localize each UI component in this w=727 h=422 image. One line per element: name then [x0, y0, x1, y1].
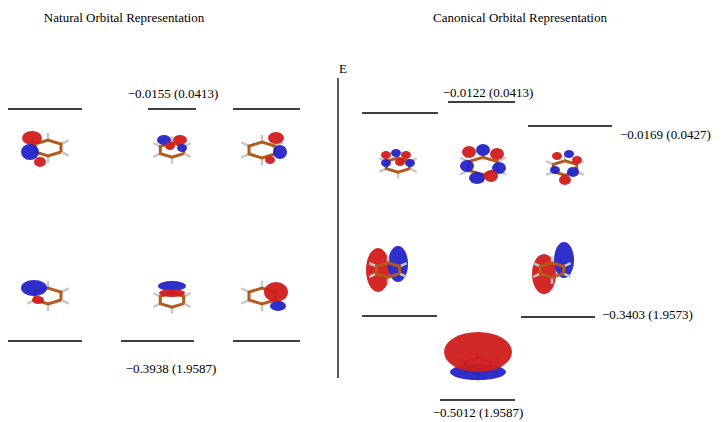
energy-level [440, 399, 515, 400]
hydrogen-bond [61, 152, 69, 156]
panel-title: Natural Orbital Representation [44, 10, 204, 25]
orbital-lobe [460, 160, 474, 172]
hydrogen-bond [61, 300, 69, 304]
orbital [366, 246, 408, 292]
orbital [379, 149, 416, 179]
energy-level [121, 340, 194, 341]
hydrogen-bond [184, 154, 191, 157]
orbital-lobe [469, 172, 485, 184]
energy-level [233, 108, 300, 109]
orbital [460, 144, 506, 184]
energy-level [528, 125, 612, 126]
energy-value: −0.0169 (0.0427) [620, 127, 711, 142]
orbital-lobe [264, 282, 288, 302]
orbital-lobe [381, 159, 391, 167]
energy-level [233, 340, 300, 341]
orbital-lobe [476, 144, 490, 156]
orbital-lobe [273, 145, 287, 159]
energy-level [448, 101, 515, 102]
energy-axis [337, 78, 338, 378]
orbital-lobe [550, 166, 560, 174]
orbital-lobe [165, 142, 175, 150]
orbital [241, 281, 288, 311]
panel-title: Canonical Orbital Representation [433, 10, 607, 25]
orbital-lobe [405, 159, 415, 167]
orbital-lobe [22, 131, 42, 145]
orbital-lobe [559, 175, 571, 185]
orbital-lobe [159, 289, 185, 297]
energy-level [148, 108, 196, 109]
orbital-lobe [567, 167, 579, 177]
orbital-lobe [21, 280, 47, 296]
energy-value: −0.5012 (1.9587) [433, 405, 524, 420]
energy-value: −0.3938 (1.9587) [126, 361, 217, 376]
carbon-ring [249, 142, 275, 158]
orbital [21, 280, 69, 311]
orbital-lobe [572, 156, 582, 164]
orbital-lobe [564, 150, 574, 158]
orbital-lobe [173, 135, 187, 145]
orbital [444, 332, 512, 381]
orbital-lobe [391, 149, 401, 157]
energy-level [362, 315, 437, 316]
energy-value: −0.3403 (1.9573) [602, 307, 693, 322]
orbital-lobe [401, 151, 411, 159]
orbital-lobe [366, 248, 390, 292]
orbital [21, 131, 69, 167]
orbital-lobe [177, 144, 187, 152]
orbital-lobe [34, 157, 46, 167]
orbital [532, 242, 574, 294]
orbital-pictures [21, 131, 584, 381]
orbital-lobe [462, 146, 476, 158]
orbital-lobe [268, 132, 284, 144]
energy-levels [8, 78, 612, 400]
orbital-lobe [270, 301, 286, 311]
energy-level [8, 108, 82, 109]
energy-level [521, 316, 595, 317]
orbital [153, 135, 190, 164]
hydrogen-bond [564, 274, 571, 277]
orbital-lobe [32, 296, 44, 304]
orbital [241, 132, 287, 165]
orbital [546, 150, 583, 185]
orbital-lobe [395, 158, 405, 166]
orbital-lobe [444, 332, 512, 372]
hydrogen-bond [400, 274, 407, 277]
carbon-ring [540, 263, 563, 277]
orbital-lobe [265, 156, 275, 164]
hydrogen-bond [410, 169, 417, 172]
orbital-lobe [490, 148, 504, 160]
energy-level [362, 112, 438, 113]
hydrogen-bond [184, 304, 191, 307]
energy-value: −0.0155 (0.0413) [128, 86, 219, 101]
orbital [153, 281, 190, 314]
energy-level [8, 340, 82, 341]
orbital-lobe [552, 152, 562, 160]
axis-label: E [339, 61, 347, 76]
orbital-lobe [381, 151, 391, 159]
orbital-lobe [484, 170, 498, 182]
energy-value: −0.0122 (0.0413) [443, 85, 534, 100]
orbital-lobe [21, 144, 39, 160]
carbon-ring [376, 263, 399, 277]
